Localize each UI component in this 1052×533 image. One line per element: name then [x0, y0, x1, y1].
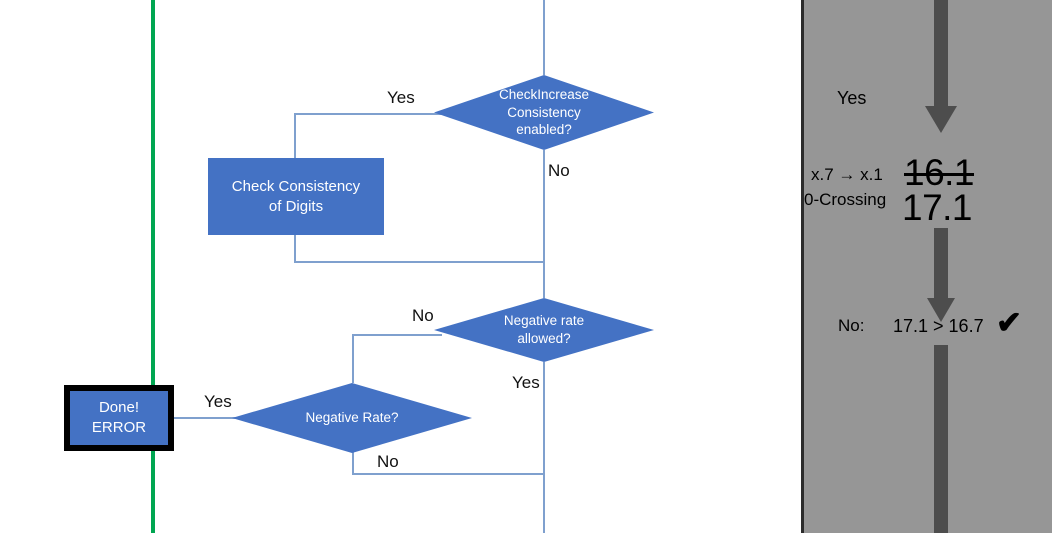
terminator-done-line2: ERROR: [91, 419, 147, 436]
panel-rounding-rule-line1: x.7 → x.1: [811, 165, 883, 184]
panel-comparison-prefix: No:: [838, 316, 865, 335]
side-panel: Yes x.7 → x.1 0-Crossing 16.1 17.1 No: 1…: [801, 0, 1052, 533]
process-check-consistency-of-digits[interactable]: Check Consistency of Digits: [208, 158, 384, 235]
branch-label-negative-allowed-yes: Yes: [512, 373, 540, 392]
panel-rounding-rule-line2: 0-Crossing: [804, 190, 887, 209]
panel-comparison-expression: 17.1 > 16.7: [893, 316, 984, 336]
connector-negative-rate-no-down: [352, 452, 354, 474]
decision-negative-rate-allowed[interactable]: Negative rate allowed?: [434, 298, 654, 362]
connector-negative-rate-yes-horizontal: [172, 417, 238, 419]
panel-value-result: 17.1: [902, 187, 973, 228]
diamond-shape-icon: [434, 75, 654, 150]
branch-label-check-increase-yes: Yes: [387, 88, 415, 107]
panel-arrow-middle: [927, 228, 955, 322]
green-guide-line: [151, 0, 155, 533]
connector-negative-allowed-yes-spine: [543, 362, 545, 533]
diamond-shape-icon: [434, 298, 654, 362]
connector-top-stem: [543, 0, 545, 75]
branch-label-check-increase-no: No: [548, 161, 570, 180]
connector-yes-top-horizontal: [294, 113, 444, 115]
connector-yes-down-into-box: [294, 113, 296, 158]
process-check-digits-line1: Check Consistency: [231, 177, 361, 195]
check-icon: ✔: [996, 305, 1022, 340]
connector-box-to-spine: [294, 261, 545, 263]
connector-negative-allowed-no-horizontal: [352, 334, 442, 336]
panel-value-struck: 16.1: [904, 152, 975, 193]
process-check-digits-line2: of Digits: [268, 197, 324, 215]
terminator-done-line1: Done!: [98, 399, 139, 417]
terminator-done-error[interactable]: Done! ERROR: [64, 385, 174, 451]
connector-negative-allowed-no-down: [352, 334, 354, 383]
branch-label-negative-rate-no: No: [377, 452, 399, 471]
diamond-shape-icon: [232, 383, 472, 453]
panel-yes-label: Yes: [837, 88, 867, 108]
branch-label-negative-rate-yes: Yes: [204, 392, 232, 411]
decision-check-increase-consistency[interactable]: CheckIncrease Consistency enabled?: [434, 75, 654, 150]
panel-arrow-top: [925, 0, 957, 133]
connector-box-bottom-down: [294, 234, 296, 262]
panel-arrow-bottom: [934, 345, 948, 533]
decision-negative-rate[interactable]: Negative Rate?: [232, 383, 472, 453]
connector-no-spine: [543, 150, 545, 298]
connector-negative-rate-no-horizontal: [352, 473, 545, 475]
branch-label-negative-allowed-no: No: [412, 306, 434, 325]
